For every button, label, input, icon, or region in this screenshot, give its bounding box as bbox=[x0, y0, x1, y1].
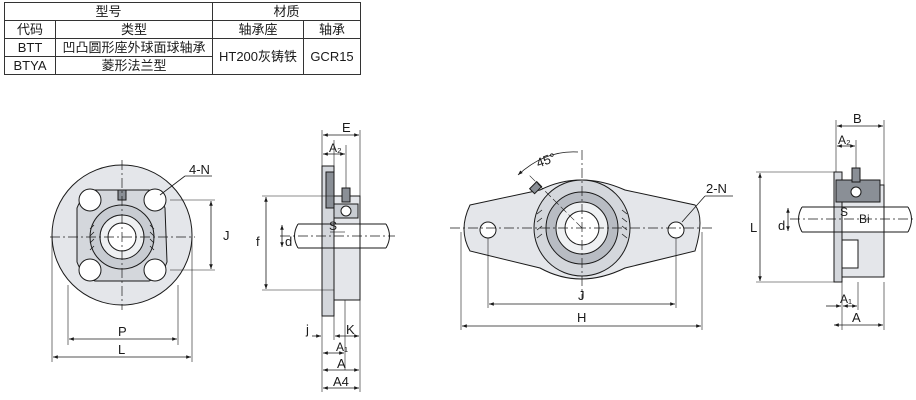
label-4n: 4-N bbox=[189, 162, 210, 177]
label-a4: A4 bbox=[333, 374, 349, 389]
label-p: P bbox=[118, 324, 127, 339]
label-a2-round: A₂ bbox=[329, 141, 342, 155]
row-type: 菱形法兰型 bbox=[55, 56, 213, 75]
label-e: E bbox=[342, 120, 351, 135]
col-bearing: 轴承 bbox=[303, 20, 361, 39]
header-material: 材质 bbox=[212, 2, 361, 21]
label-b: B bbox=[853, 111, 862, 126]
label-bi: Bi bbox=[859, 212, 870, 226]
round-flange-front-view bbox=[50, 160, 215, 362]
label-d-round: d bbox=[285, 234, 292, 249]
label-l-oval: L bbox=[750, 220, 757, 235]
label-45deg: 45° bbox=[534, 150, 558, 171]
seat-material: HT200灰铸铁 bbox=[212, 38, 304, 75]
label-f: f bbox=[256, 234, 260, 249]
label-s-round: S bbox=[329, 219, 337, 233]
bearing-material: GCR15 bbox=[303, 38, 361, 75]
label-s-oval: S bbox=[840, 205, 848, 219]
label-a2-oval: A₂ bbox=[838, 133, 851, 147]
row-code: BTYA bbox=[4, 56, 56, 75]
label-j-round: J bbox=[223, 228, 230, 243]
label-j-oval: J bbox=[578, 288, 585, 303]
label-k: K bbox=[346, 322, 355, 337]
label-2n: 2-N bbox=[706, 181, 727, 196]
label-a-round: A bbox=[337, 356, 346, 371]
row-type: 凹凸圆形座外球面球轴承 bbox=[55, 38, 213, 57]
round-flange-side-view bbox=[262, 130, 395, 392]
oval-flange-front-view bbox=[450, 150, 733, 330]
oval-flange-side-view bbox=[756, 120, 916, 330]
label-j-small: j bbox=[305, 322, 309, 337]
label-l-round: L bbox=[118, 342, 125, 357]
label-h: H bbox=[577, 310, 586, 325]
spec-table: 型号 材质 代码 类型 轴承座 轴承 BTT 凹凸圆形座外球面球轴承 HT200… bbox=[4, 2, 361, 75]
label-a1-oval: A₁ bbox=[840, 292, 852, 306]
header-model: 型号 bbox=[4, 2, 213, 21]
label-a1-round: A₁ bbox=[336, 340, 348, 354]
label-d-oval: d bbox=[778, 218, 785, 233]
label-a-oval: A bbox=[852, 310, 861, 325]
